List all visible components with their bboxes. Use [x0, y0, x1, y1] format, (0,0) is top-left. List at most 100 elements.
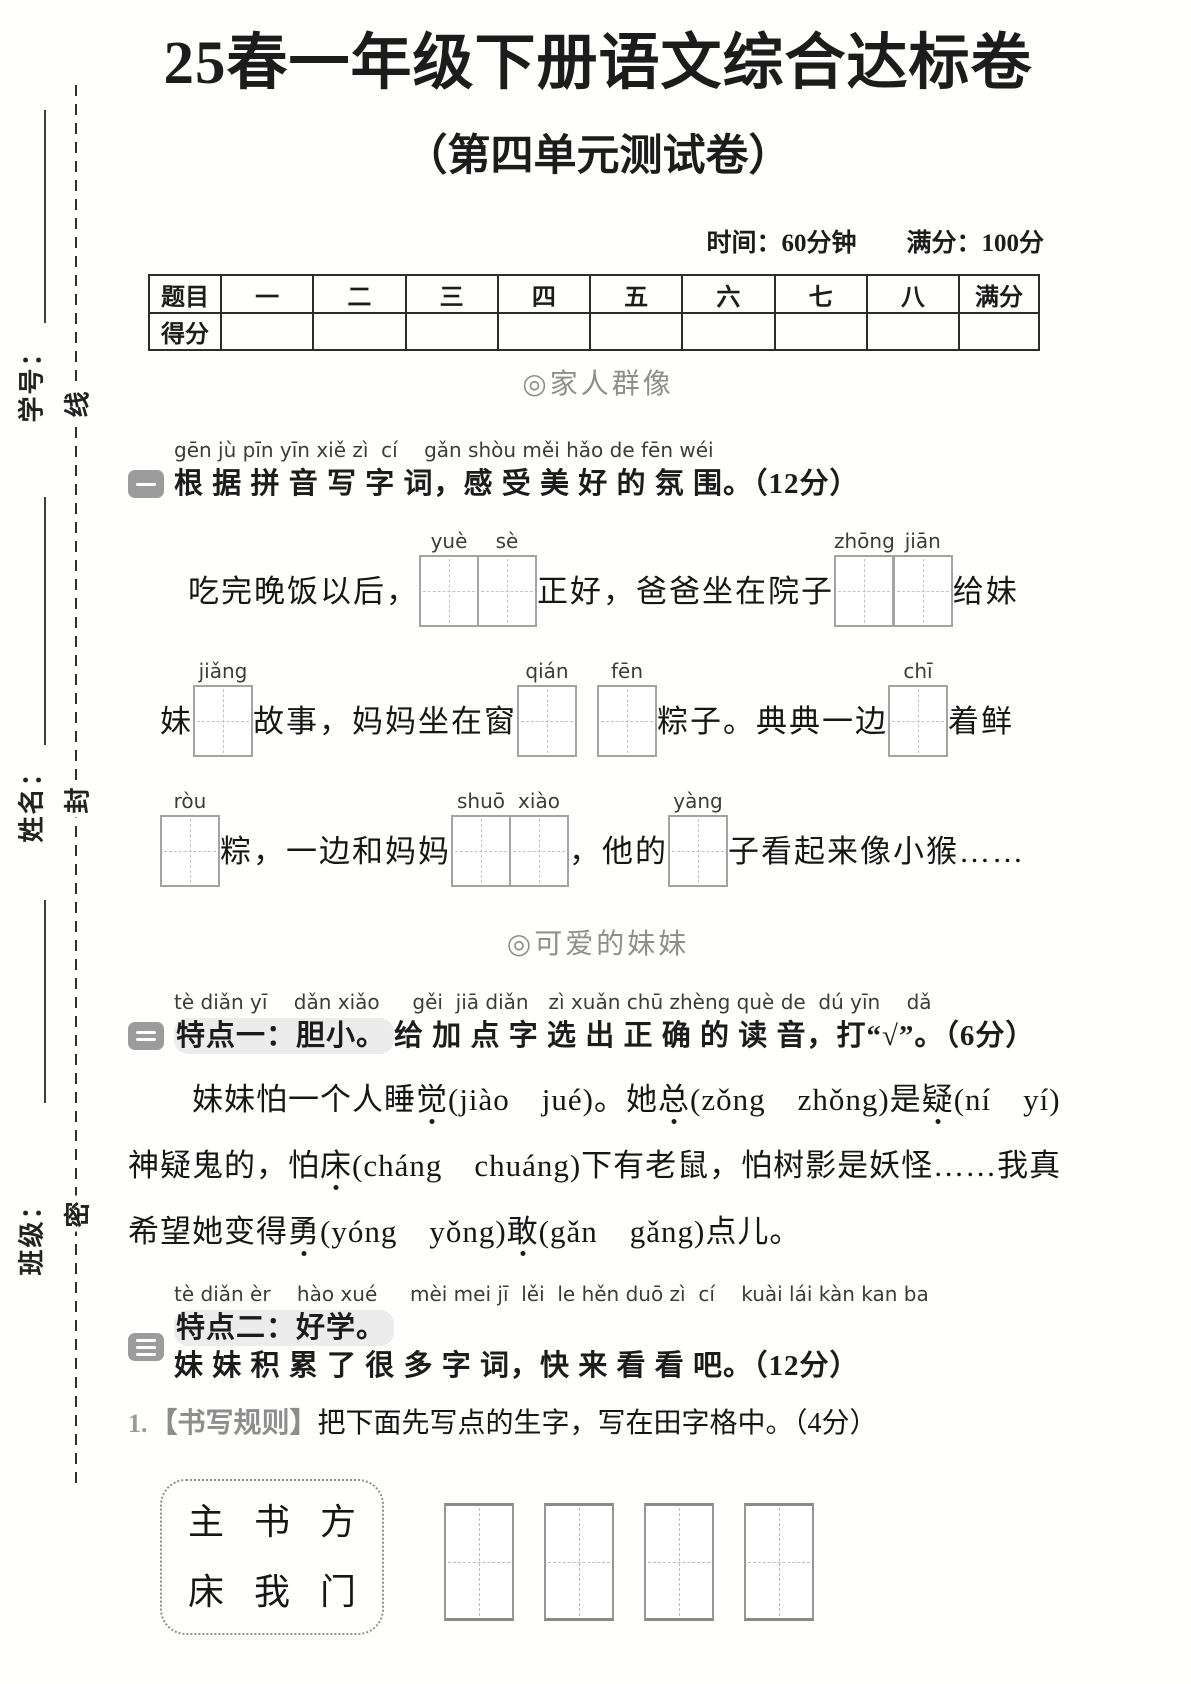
character-bank-row: 床我门: [188, 1569, 356, 1615]
score-table-header-cell: 四: [496, 274, 592, 314]
practice-tianzige-cell[interactable]: [444, 1503, 515, 1621]
answer-box-group: chī: [888, 657, 948, 757]
answer-box-group: shuō xiào: [451, 787, 569, 887]
bank-character: 我: [254, 1572, 291, 1612]
question-three-badge-icon: [128, 1333, 164, 1361]
passage-line: 妹妹怕一个人睡觉(jiào jué)。她总(zǒng zhǒng)是疑(ní y…: [128, 1067, 1068, 1133]
score-input-cell[interactable]: [496, 312, 592, 351]
practice-tianzige-cell[interactable]: [644, 1503, 715, 1621]
bank-character: 书: [254, 1502, 291, 1542]
score-input-cell[interactable]: [681, 312, 776, 351]
bank-character: 方: [320, 1502, 357, 1542]
practice-tianzige-cell[interactable]: [544, 1503, 615, 1621]
paper-content: 25春一年级下册语文综合达标卷 （第四单元测试卷） 时间：60分钟 满分：100…: [128, 0, 1068, 1635]
dotted-character: 床: [320, 1148, 352, 1183]
score-table-header-cell: 二: [312, 274, 407, 314]
pinyin-hint: jiǎng: [198, 659, 248, 683]
score-input-cell[interactable]: [958, 312, 1040, 351]
writing-practice-area: 主书方床我门: [128, 1479, 1068, 1635]
tianzige-answer-cell[interactable]: [888, 685, 948, 757]
answer-box-group: qián: [517, 657, 577, 757]
tianzige-answer-cell[interactable]: [892, 555, 953, 627]
question3-trait-highlight: 特点二：好学。: [174, 1310, 395, 1346]
passage-text: 神疑鬼的，怕: [128, 1148, 320, 1183]
score-input-cell[interactable]: [773, 312, 868, 351]
fill-line-text: 给妹: [952, 574, 1019, 609]
practice-tianzige-cell[interactable]: [744, 1503, 815, 1621]
time-score-info: 时间：60分钟 满分：100分: [706, 230, 1044, 257]
tianzige-answer-cell[interactable]: [160, 815, 220, 887]
dotted-character: 疑: [921, 1082, 954, 1117]
answer-box-group: fēn: [597, 657, 657, 757]
passage-text: (zǒng zhǒng)是: [690, 1082, 922, 1117]
score-input-cell[interactable]: [865, 312, 961, 351]
subquestion-1: 1.【书写规则】把下面先写点的生字，写在田字格中。（4分）: [128, 1405, 1068, 1443]
tianzige-answer-cell[interactable]: [517, 685, 577, 757]
pinyin-hint: xiào: [518, 789, 560, 813]
pinyin-hint: yàng: [673, 789, 723, 813]
pinyin-hint: jiān: [904, 529, 941, 553]
bank-character: 门: [320, 1572, 357, 1612]
pinyin-hint: qián: [525, 659, 569, 683]
dotted-character: 总: [658, 1082, 691, 1117]
tianzige-with-pinyin: jiān: [892, 527, 953, 627]
passage-text: (cháng chuáng)下有老鼠，怕树影是妖怪……我真: [352, 1148, 1062, 1183]
dotted-character: 勇: [288, 1214, 320, 1249]
fill-line-text: 妹: [160, 704, 193, 739]
student-number-blank-line[interactable]: [44, 110, 46, 323]
tianzige-answer-cell[interactable]: [193, 685, 253, 757]
paper-title: 25春一年级下册语文综合达标卷: [163, 30, 1033, 97]
tianzige-with-pinyin: sè: [477, 527, 537, 627]
fill-line-text: 子看起来像小猴……: [728, 834, 1025, 869]
bank-character: 床: [188, 1572, 225, 1612]
fill-line-text: 粽子。典典一边: [657, 704, 888, 739]
subquestion-number: 1.: [128, 1409, 148, 1438]
answer-box-group: yàng: [668, 787, 728, 887]
score-row-label: 得分: [148, 312, 222, 351]
answer-box-group: zhōng jiān: [834, 527, 953, 627]
tianzige-with-pinyin: xiào: [509, 787, 569, 887]
passage-text: 希望她变得: [128, 1214, 288, 1249]
pinyin-hint: zhōng: [834, 529, 895, 553]
dotted-character: 觉: [416, 1082, 448, 1117]
score-input-cell[interactable]: [404, 312, 499, 351]
answer-box-group: jiǎng: [193, 657, 253, 757]
tianzige-answer-cell[interactable]: [509, 815, 569, 887]
subquestion-tag: 【书写规则】: [149, 1408, 318, 1439]
passage-text: (ní yí): [953, 1082, 1061, 1117]
fill-line-text: 正好，爸爸坐在院子: [537, 574, 834, 609]
name-blank-line[interactable]: [44, 497, 46, 745]
tianzige-answer-cell[interactable]: [477, 555, 537, 627]
section-heading-sister: ◎可爱的妹妹: [506, 929, 690, 960]
score-table: 题目一二三四五六七八满分 得分: [148, 274, 1040, 351]
pinyin-hint: ròu: [173, 789, 207, 813]
tianzige-answer-cell[interactable]: [834, 555, 895, 627]
tianzige-answer-cell[interactable]: [597, 685, 657, 757]
class-blank-line[interactable]: [44, 900, 46, 1103]
dotted-character: 敢: [506, 1214, 539, 1249]
tianzige-with-pinyin: ròu: [160, 787, 220, 887]
passage-text: (yóng yǒng): [320, 1214, 507, 1249]
tianzige-with-pinyin: qián: [517, 657, 577, 757]
question1-pinyin: gēn jù pīn yīn xiě zì cí gǎn shòu měi hǎ…: [174, 438, 714, 462]
student-number-label: 学号：: [17, 338, 47, 423]
question2-trait-highlight: 特点一：胆小。: [174, 1018, 395, 1054]
tianzige-with-pinyin: chī: [888, 657, 948, 757]
score-input-cell[interactable]: [312, 312, 407, 351]
score-table-header-cell: 三: [404, 274, 499, 314]
pinyin-hint: fēn: [610, 659, 644, 683]
tianzige-answer-cell[interactable]: [451, 815, 511, 887]
tianzige-answer-cell[interactable]: [419, 555, 479, 627]
question2-stem-row: 特点一：胆小。给 加 点 字 选 出 正 确 的 读 音，打“√”。（6分）: [128, 1017, 1068, 1055]
tianzige-answer-cell[interactable]: [668, 815, 728, 887]
pinyin-hint: shuō: [456, 789, 505, 813]
tianzige-with-pinyin: yuè: [419, 527, 479, 627]
name-label: 姓名：: [17, 758, 47, 843]
seal-char-seal: 封: [52, 781, 100, 818]
seal-char-secret: 密: [52, 1195, 100, 1232]
score-input-cell[interactable]: [219, 312, 315, 351]
score-input-cell[interactable]: [588, 312, 684, 351]
